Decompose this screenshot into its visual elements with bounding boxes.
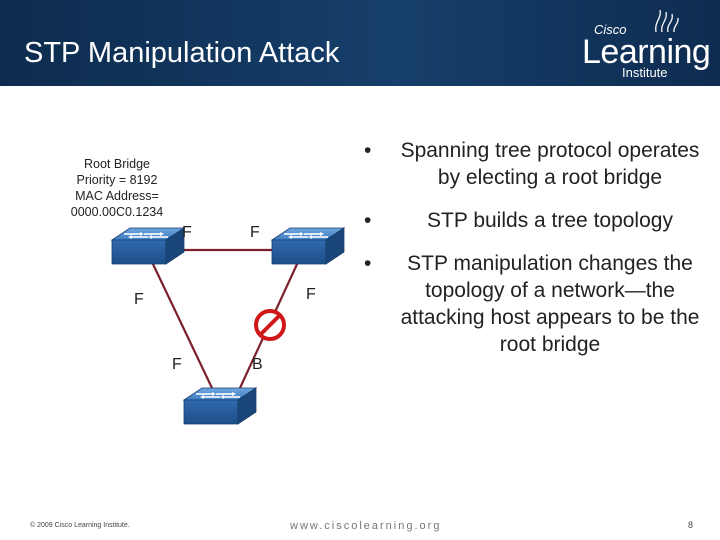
port-label: F: [172, 356, 182, 373]
footer-url: www.ciscolearning.org: [290, 520, 442, 532]
port-label: B: [252, 356, 263, 373]
root-bridge-label: Root Bridge Priority = 8192 MAC Address=…: [58, 156, 176, 220]
right-switch-icon: [271, 227, 345, 265]
link-root-to-bottom: [151, 261, 213, 389]
bullet-text: Spanning tree protocol operates by elect…: [400, 139, 700, 189]
root-label-line: MAC Address=: [75, 189, 159, 203]
cisco-learning-institute-logo: Cisco Learning Institute: [576, 6, 716, 82]
bullet-item: • STP builds a tree topology: [364, 207, 704, 234]
root-label-line: Priority = 8192: [76, 173, 158, 187]
logo-wordmark: Learning: [582, 33, 711, 71]
no-entry-icon: [254, 309, 286, 341]
bullet-dot: •: [364, 252, 372, 275]
port-label: F: [134, 291, 144, 308]
port-label: F: [182, 224, 192, 241]
header-bar: STP Manipulation Attack Cisco Learning I…: [0, 0, 720, 86]
root-label-line: Root Bridge: [83, 157, 150, 171]
page-number: 8: [688, 520, 694, 530]
flame-icon: [655, 9, 679, 33]
bottom-switch-icon: [183, 387, 257, 425]
bullet-text: STP builds a tree topology: [427, 209, 673, 232]
port-label: F: [306, 286, 316, 303]
root-bridge-switch-icon: [111, 227, 185, 265]
logo-brand: Cisco: [594, 22, 627, 37]
bullet-item: • STP manipulation changes the topology …: [364, 250, 704, 358]
root-label-line: 0000.00C0.1234: [70, 205, 164, 219]
bullet-dot: •: [364, 209, 372, 232]
logo-subtitle: Institute: [622, 65, 668, 80]
bullet-item: • Spanning tree protocol operates by ele…: [364, 137, 704, 191]
bullet-text: STP manipulation changes the topology of…: [400, 252, 700, 356]
bullet-dot: •: [364, 139, 372, 162]
footer-copyright: © 2009 Cisco Learning Institute.: [30, 522, 130, 529]
bullet-list: • Spanning tree protocol operates by ele…: [364, 137, 704, 358]
port-label: F: [250, 224, 260, 241]
slide-title: STP Manipulation Attack: [24, 37, 340, 69]
